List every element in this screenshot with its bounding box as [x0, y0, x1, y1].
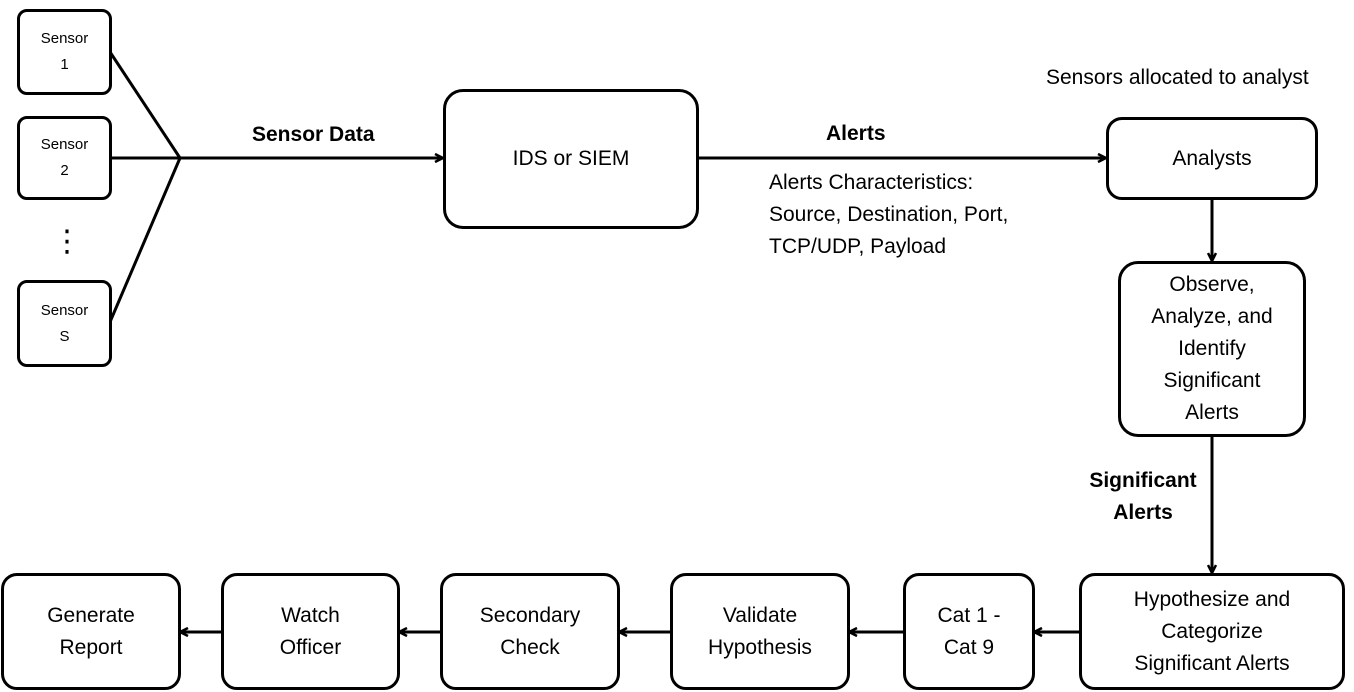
generate-report-node: Generate Report — [1, 573, 181, 690]
hypothesize-node: Hypothesize and Categorize Significant A… — [1079, 573, 1345, 690]
sensor-2-node: Sensor 2 — [17, 116, 112, 200]
analysts-node: Analysts — [1106, 117, 1318, 200]
significant-alerts-label: Significant Alerts — [1089, 469, 1197, 524]
sensor-s-connector — [108, 157, 182, 323]
ids-siem-node: IDS or SIEM — [443, 89, 699, 229]
sensors-allocated-label: Sensors allocated to analyst — [1046, 66, 1309, 89]
sensor-s-node: Sensor S — [17, 280, 112, 367]
sensor-ellipsis: ⋮ — [52, 225, 82, 258]
observe-analyze-node: Observe, Analyze, and Identify Significa… — [1118, 261, 1306, 437]
alerts-label: Alerts — [826, 122, 886, 145]
validate-hypothesis-node: Validate Hypothesis — [670, 573, 850, 690]
alerts-characteristics-label: Alerts Characteristics: Source, Destinat… — [769, 171, 1009, 258]
secondary-check-node: Secondary Check — [440, 573, 620, 690]
cat-node: Cat 1 - Cat 9 — [903, 573, 1035, 690]
watch-officer-node: Watch Officer — [221, 573, 400, 690]
sensor-1-node: Sensor 1 — [17, 9, 112, 95]
sensor-1-connector — [108, 51, 182, 159]
sensor-data-label: Sensor Data — [252, 123, 375, 146]
